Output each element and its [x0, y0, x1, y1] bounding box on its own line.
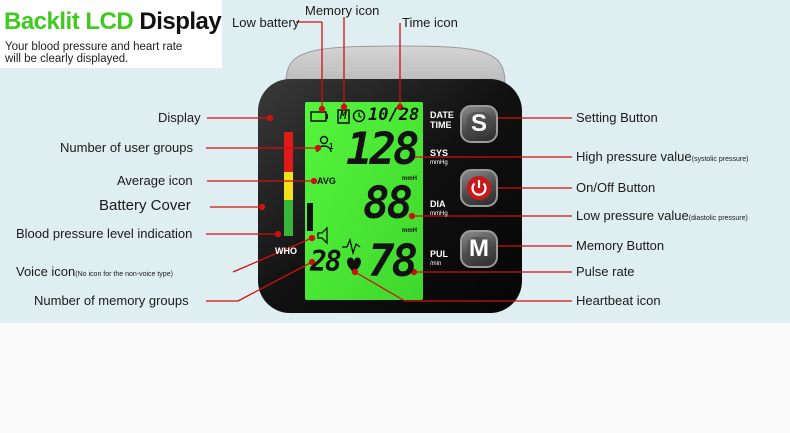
sys-label-block: SYS mmHg	[430, 148, 448, 168]
dia-label-block: DIA mmHg	[430, 199, 448, 219]
memory-button-letter: M	[469, 235, 489, 262]
user-number: 1	[329, 142, 334, 151]
subtitle-line-2: will be clearly displayed.	[5, 53, 129, 65]
label-average-icon: Average icon	[117, 173, 193, 188]
header-box: Backlit LCD Display Your blood pressure …	[0, 0, 222, 68]
label-memory-button: Memory Button	[576, 238, 665, 253]
low-pressure-note: (diastolic pressure)	[688, 215, 748, 222]
label-low-battery: Low battery	[232, 15, 300, 30]
high-pressure-note: (systolic pressure)	[691, 156, 749, 163]
time-readout: 10/28	[368, 105, 420, 125]
voice-icon	[317, 226, 328, 245]
label-time-icon: Time icon	[402, 15, 458, 30]
memory-count: 28	[310, 245, 342, 278]
dia-readout: 88	[363, 178, 413, 229]
bp-level-yellow	[284, 172, 293, 200]
memory-letter: M	[340, 109, 347, 122]
pulse-wave-icon	[342, 237, 361, 256]
label-onoff-button: On/Off Button	[576, 180, 656, 195]
title-black-part: Display	[139, 8, 222, 35]
pul-unit: /min	[430, 261, 442, 267]
sys-label: SYS	[430, 148, 449, 158]
label-bp-level: Blood pressure level indication	[16, 226, 193, 241]
label-voice-icon: Voice icon(No icon for the non-voice typ…	[16, 264, 173, 283]
low-pressure-text: Low pressure value	[576, 208, 689, 223]
label-setting-button: Setting Button	[576, 110, 658, 125]
subtitle-line-1: Your blood pressure and heart rate	[5, 41, 183, 53]
title-green-part: Backlit LCD	[4, 8, 134, 35]
bp-level-red	[284, 132, 293, 172]
dia-unit: mmHg	[430, 211, 448, 217]
heart-icon	[347, 257, 361, 274]
date-label: DATE	[430, 110, 454, 120]
user-icon	[319, 135, 329, 145]
power-button[interactable]	[460, 169, 498, 207]
memory-button[interactable]: M	[460, 230, 498, 268]
who-label: WHO	[275, 246, 297, 256]
label-memory-groups: Number of memory groups	[34, 293, 189, 308]
voice-icon-note: (No icon for the non-voice type)	[75, 271, 173, 278]
dia-label: DIA	[430, 199, 446, 209]
setting-button-letter: S	[470, 110, 487, 137]
label-memory-icon: Memory icon	[305, 3, 380, 18]
time-label: TIME	[430, 120, 452, 130]
sys-readout: 128	[346, 124, 420, 175]
date-time-label: DATE TIME	[430, 110, 454, 130]
power-icon	[467, 176, 491, 200]
label-pulse-rate: Pulse rate	[576, 264, 635, 279]
label-high-pressure: High pressure value(systolic pressure)	[576, 149, 748, 168]
pulse-readout: 78	[368, 236, 418, 287]
mmhg-sys-label: mmH	[402, 176, 418, 182]
sys-unit: mmHg	[430, 160, 448, 166]
label-heartbeat-icon: Heartbeat icon	[576, 293, 661, 308]
page-title: Backlit LCD Display	[4, 8, 222, 36]
voice-icon-text: Voice icon	[16, 264, 76, 279]
lcd-screen	[305, 102, 423, 300]
mmhg-dia-label: mmH	[402, 228, 418, 234]
bottom-blank-area	[0, 323, 790, 433]
label-display: Display	[158, 110, 201, 125]
setting-button[interactable]: S	[460, 105, 498, 143]
subtitle: Your blood pressure and heart rate will …	[5, 41, 215, 65]
pul-label-block: PUL /min	[430, 249, 448, 269]
avg-icon: AVG	[317, 176, 336, 186]
clock-icon	[352, 109, 366, 123]
bp-level-green	[284, 200, 293, 236]
label-user-groups: Number of user groups	[60, 140, 193, 155]
pul-label: PUL	[430, 249, 448, 259]
label-low-pressure: Low pressure value(diastolic pressure)	[576, 208, 748, 227]
label-battery-cover: Battery Cover	[99, 197, 191, 214]
high-pressure-text: High pressure value	[576, 149, 692, 164]
